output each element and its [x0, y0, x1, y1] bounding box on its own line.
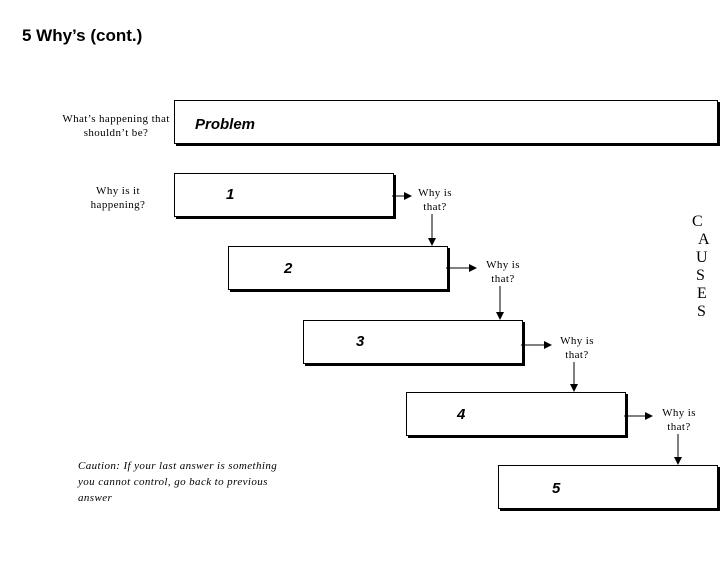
why-box-1	[174, 173, 394, 217]
why-box-2-label: 2	[284, 260, 293, 277]
why-box-5-label: 5	[552, 480, 561, 497]
first-prompt: Why is it happening?	[90, 185, 146, 211]
why-box-3-label: 3	[356, 333, 365, 350]
causes-letter: A	[698, 231, 711, 248]
causes-letter: U	[696, 249, 709, 266]
why-box-1-label: 1	[226, 186, 235, 203]
why-box-3	[303, 320, 523, 364]
why-box-4	[406, 392, 626, 436]
causes-letter: C	[692, 213, 704, 230]
problem-label: Problem	[195, 116, 256, 133]
followup-1: Why is that?	[418, 187, 452, 213]
causes-letter: S	[697, 303, 707, 320]
problem-prompt: What’s happening that shouldn’t be?	[62, 113, 170, 139]
followup-2: Why is that?	[486, 259, 520, 285]
caution-note: Caution: If your last answer is somethin…	[78, 460, 278, 504]
why-box-4-label: 4	[457, 406, 466, 423]
causes-label: C A U S E S	[692, 213, 711, 321]
followup-3: Why is that?	[560, 335, 594, 361]
why-box-5	[498, 465, 718, 509]
causes-letter: E	[697, 285, 708, 302]
page-title: 5 Why’s (cont.)	[22, 26, 143, 45]
causes-letter: S	[696, 267, 706, 284]
followup-4: Why is that?	[662, 407, 696, 433]
problem-box	[174, 100, 718, 144]
why-box-2	[228, 246, 448, 290]
